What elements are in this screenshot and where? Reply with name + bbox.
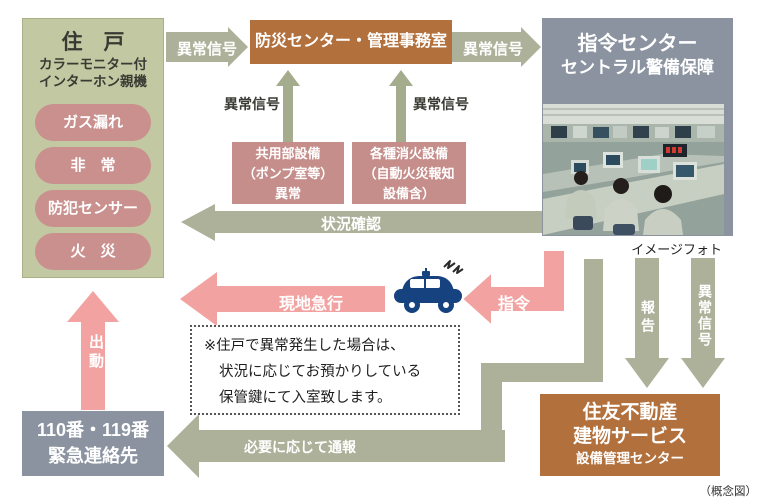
sumitomo-line-3: 設備管理センター [576, 451, 684, 466]
common-equipment-line-1: 共用部設備 [255, 146, 321, 161]
common-equipment-line-3: 異常 [274, 186, 301, 201]
emergency-contact-box: 110番・119番 緊急連絡先 [22, 411, 164, 476]
signal-label-1: 異常信号 [176, 41, 237, 58]
signal-down-label: 異常信号 [697, 284, 713, 348]
signal-up-label-left: 異常信号 [224, 96, 280, 112]
shirei-title-1: 指令センター [577, 33, 698, 55]
control-room-photo [543, 104, 724, 235]
signal-arrow-right-2 [452, 27, 541, 67]
signal-label-2: 異常信号 [462, 41, 523, 58]
rush-arrow [180, 272, 385, 326]
note-box: ※住戸で異常発生した場合は、 状況に応じてお預かりしている 保管鍵にて入室致しま… [190, 325, 460, 415]
unit-title: 住 戸 [61, 31, 125, 54]
common-equipment-line-2: （ポンプ室等） [242, 166, 334, 181]
emergency-line-1: 110番・119番 [36, 420, 150, 440]
alarm-pill-gas: ガス漏れ [35, 104, 151, 141]
report-label: 報告 [640, 300, 656, 336]
fire-equipment-line-1: 各種消火設備 [369, 146, 448, 161]
report-down-arrow [625, 258, 669, 388]
emergency-line-2: 緊急連絡先 [48, 446, 138, 466]
command-arrow [460, 249, 566, 329]
bousai-center-box: 防災センター・管理事務室 [250, 20, 452, 64]
alarm-pill-fire: 火 災 [35, 233, 151, 270]
fire-equipment-line-2: （自動火災報知 [363, 166, 455, 181]
sumitomo-service-box: 住友不動産 建物サービス 設備管理センター [540, 394, 720, 476]
unit-subtitle-1: カラーモニター付 [39, 57, 147, 72]
fire-equipment-box: 各種消火設備 （自動火災報知 設備含） [352, 142, 466, 204]
dispatch-label: 出動 [87, 334, 104, 372]
sumitomo-line-2: 建物サービス [572, 426, 687, 447]
status-check-arrow [181, 204, 543, 241]
notify-arrow [167, 414, 505, 478]
photo-caption: イメージフォト [631, 242, 722, 257]
notify-label: 必要に応じて通報 [244, 439, 356, 455]
note-line-3: 保管鍵にて入室致します。 [219, 390, 392, 406]
command-label: 指令 [497, 296, 530, 313]
diagram-caption: （概念図） [699, 486, 758, 498]
alarm-pill-security: 防犯センサー [35, 190, 151, 227]
fire-equipment-line-3: 設備含） [382, 186, 435, 201]
signal-arrow-right-1 [166, 27, 248, 67]
unit-subtitle-2: インターホン親機 [39, 74, 147, 89]
unit-box: 住 戸 カラーモニター付 インターホン親機 ガス漏れ 非 常 防犯センサー 火 … [22, 18, 164, 278]
sumitomo-line-1: 住友不動産 [582, 402, 678, 423]
signal-up-arrow-left [276, 70, 300, 143]
police-car-icon [394, 260, 464, 313]
note-line-1: ※住戸で異常発生した場合は、 [204, 338, 405, 354]
common-equipment-box: 共用部設備 （ポンプ室等） 異常 [232, 142, 344, 204]
signal-up-label-right: 異常信号 [413, 96, 469, 112]
shirei-title-2: セントラル警備保障 [561, 58, 714, 77]
dispatch-arrow [67, 291, 119, 410]
status-check-label: 状況確認 [320, 216, 381, 233]
rush-label: 現地急行 [278, 296, 343, 313]
alarm-pill-emergency: 非 常 [35, 147, 151, 184]
signal-down-arrow [681, 258, 725, 388]
signal-up-arrow-right [389, 70, 413, 143]
note-line-2: 状況に応じてお預かりしている [219, 364, 422, 380]
